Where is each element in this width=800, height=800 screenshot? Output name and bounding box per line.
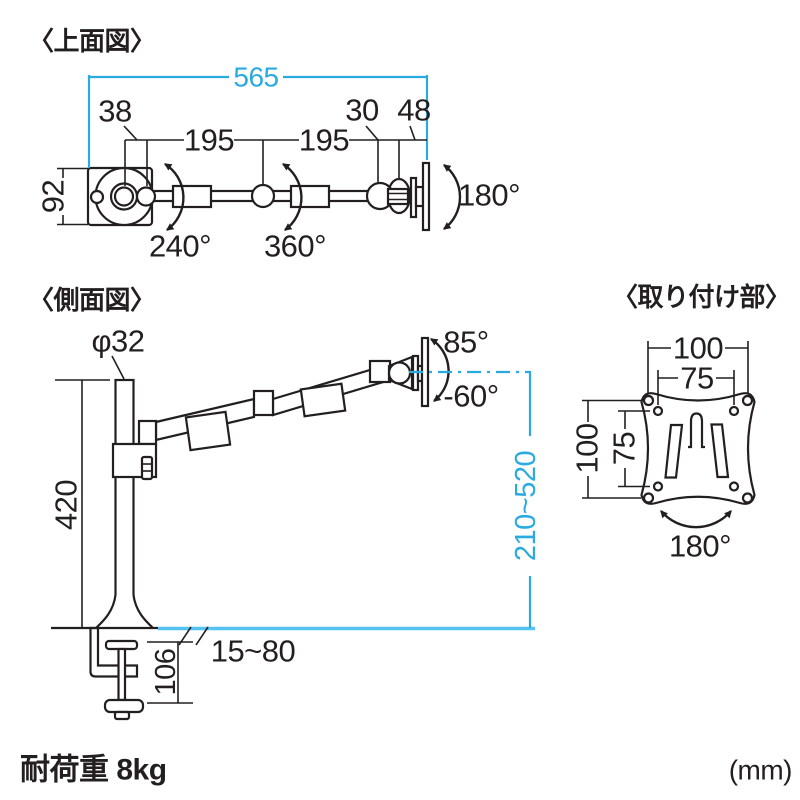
arm-sleeve-1 xyxy=(171,184,213,209)
dim-desk-label: 15~80 xyxy=(211,634,296,669)
side-view-title: 〈側面図〉 xyxy=(28,285,156,315)
load-capacity-label: 耐荷重 8kg xyxy=(20,754,167,787)
dim-420: 420 xyxy=(49,379,110,628)
dim-420-label: 420 xyxy=(49,480,84,530)
vesa-plate xyxy=(640,392,756,505)
dim-75-top-label: 75 xyxy=(680,361,713,396)
mount-view-diagram: 〈取り付け部〉 100 xyxy=(570,282,792,564)
dim-vesa-left: 100 75 xyxy=(570,399,650,499)
side-view-arm-assembly xyxy=(95,336,430,629)
mount-view-title: 〈取り付け部〉 xyxy=(612,282,791,312)
mount-view-angles: 180° xyxy=(660,510,732,564)
pole xyxy=(114,378,135,622)
dim-chain-top: 38 195 195 30 48 xyxy=(98,93,431,186)
clamp-knob-cap xyxy=(113,710,131,721)
clamp-pad xyxy=(104,639,139,651)
dim-195b-label: 195 xyxy=(299,123,349,158)
dim-38-label: 38 xyxy=(98,94,131,129)
dim-desk-thickness: 15~80 xyxy=(178,626,296,669)
vesa-holes-outer xyxy=(642,394,754,504)
unit-label: (mm) xyxy=(729,755,792,786)
arm-sleeve-2 xyxy=(289,184,331,209)
desk-clamp xyxy=(51,626,158,721)
dim-phi32-label: φ32 xyxy=(91,324,144,359)
dim-195a-label: 195 xyxy=(184,123,234,158)
dim-92: 92 xyxy=(36,167,88,226)
dim-vesa-top: 100 75 xyxy=(647,331,749,405)
arm-joint-1-side xyxy=(137,419,158,446)
arc-360 xyxy=(282,162,303,231)
arc-240 xyxy=(164,162,185,231)
dim-30-label: 30 xyxy=(345,93,379,128)
dim-phi32: φ32 xyxy=(91,324,145,380)
head-stub xyxy=(386,187,410,206)
dim-106-label: 106 xyxy=(150,649,182,696)
clamp-bracket xyxy=(89,626,139,678)
joint-1 xyxy=(135,186,157,207)
angle-minus60-label: -60° xyxy=(443,379,498,414)
footer: 耐荷重 8kg (mm) xyxy=(20,754,793,787)
arm-joint-2-side xyxy=(252,389,275,417)
top-view-title: 〈上面図〉 xyxy=(28,26,156,56)
dim-565: 565 xyxy=(87,62,429,168)
arm-sleeve-2-side xyxy=(299,382,347,418)
joint-center xyxy=(250,183,276,209)
dim-100-left-label: 100 xyxy=(570,423,605,473)
tension-knob xyxy=(140,455,154,481)
arm-sleeve-1-side xyxy=(184,410,232,452)
pole-flare-left xyxy=(95,594,117,629)
dim-100-top-label: 100 xyxy=(673,331,723,366)
dim-height-range: 210~520 xyxy=(409,370,542,628)
pole-inner-circle xyxy=(113,186,135,207)
angle-180-top-label: 180° xyxy=(458,178,520,213)
dim-92-label: 92 xyxy=(36,180,71,213)
dim-range-label: 210~520 xyxy=(510,451,542,561)
dim-565-label: 565 xyxy=(233,62,278,93)
slot-left xyxy=(664,423,684,479)
keyhole-slot xyxy=(688,412,705,449)
angle-360-label: 360° xyxy=(264,229,326,264)
dim-75-left-label: 75 xyxy=(607,432,642,465)
slot-right xyxy=(710,423,730,479)
arc-180-top xyxy=(443,164,462,230)
clamp-knob-disc xyxy=(103,698,145,714)
vesa-holes-inner xyxy=(652,405,740,492)
side-view-angles: 85° -60° xyxy=(430,325,499,414)
arc-tilt xyxy=(430,337,450,402)
arc-180-mount xyxy=(660,510,732,529)
angle-240-label: 240° xyxy=(149,229,211,264)
angle-180-mount-label: 180° xyxy=(669,529,731,564)
vesa-plate-edge xyxy=(421,161,431,232)
clamp-screw-stem xyxy=(117,647,127,702)
ball-joint-side xyxy=(387,361,412,385)
top-view-diagram: 〈上面図〉 565 xyxy=(28,26,521,264)
dim-106: 106 xyxy=(147,641,193,704)
dim-48-label: 48 xyxy=(397,93,430,128)
angle-85-label: 85° xyxy=(443,325,488,360)
side-view-diagram: 〈側面図〉 xyxy=(28,285,542,721)
top-view-angles: 240° 360° 180° xyxy=(149,162,521,264)
arm-joint-3-side xyxy=(368,359,392,384)
pole-flare-right xyxy=(132,594,154,629)
base-notch xyxy=(89,189,105,205)
